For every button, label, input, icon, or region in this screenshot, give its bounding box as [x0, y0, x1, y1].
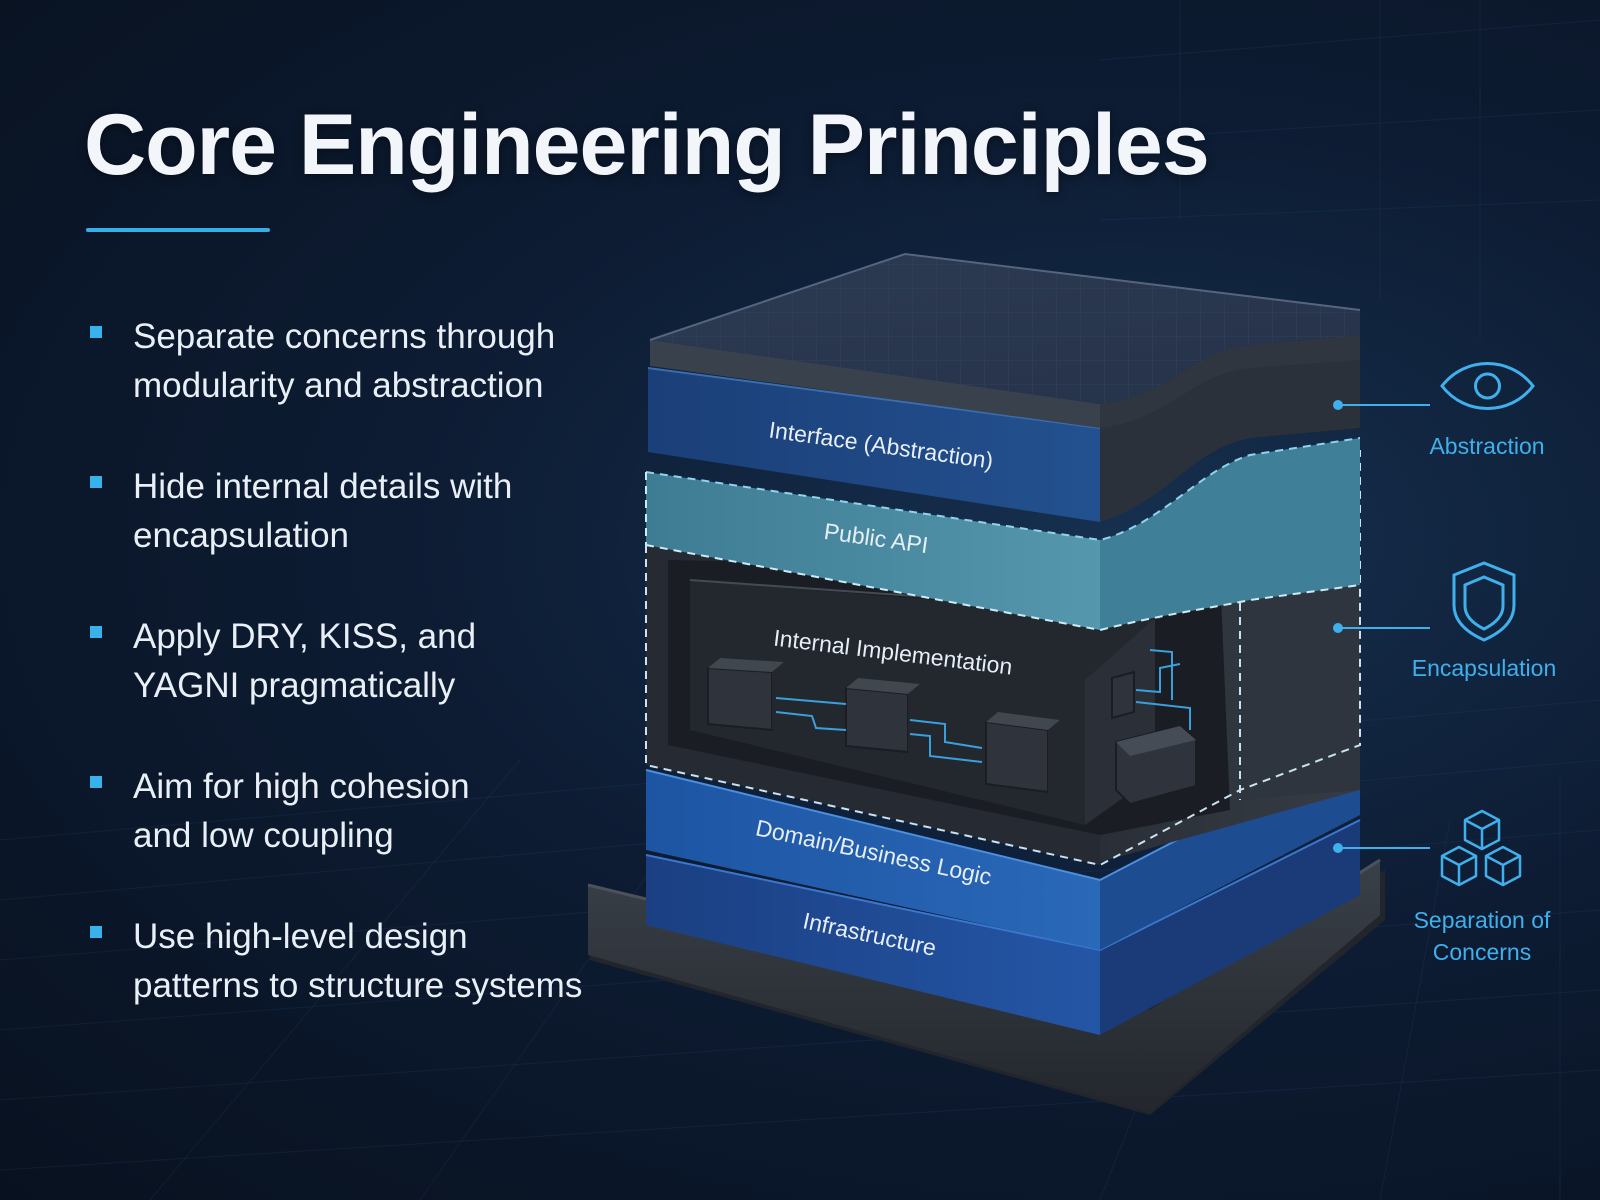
- list-item: Apply DRY, KISS, and YAGNI pragmatically: [88, 612, 608, 762]
- list-item: Separate concerns through modularity and…: [88, 312, 608, 462]
- separation-of-concerns-label-line1: Separation of: [1414, 907, 1551, 933]
- list-item: Hide internal details with encapsulation: [88, 462, 608, 612]
- eye-icon: [1440, 362, 1535, 410]
- bullet-text: Aim for high cohesion and low coupling: [133, 767, 470, 855]
- bullet-text: Use high-level design patterns to struct…: [133, 917, 583, 1005]
- page-title: Core Engineering Principles: [84, 97, 1210, 193]
- internal-implementation-block: Internal Implementation: [689, 579, 1197, 825]
- interface-layer: Interface (Abstraction): [647, 358, 1360, 522]
- module-cubes: [707, 658, 1197, 806]
- bullet-text: Apply DRY, KISS, and YAGNI pragmatically: [133, 617, 477, 705]
- list-item: Aim for high cohesion and low coupling: [88, 762, 608, 912]
- cubes-icon: [1440, 809, 1522, 887]
- top-slab: [649, 252, 1361, 428]
- shield-icon: [1452, 561, 1516, 642]
- bullet-text: Hide internal details with encapsulation: [133, 467, 513, 555]
- separation-of-concerns-label-line2: Concerns: [1433, 939, 1531, 965]
- cube-module-icon: [1115, 724, 1197, 806]
- list-item: Use high-level design patterns to struct…: [88, 912, 608, 1062]
- encapsulation-label: Encapsulation: [1412, 655, 1557, 681]
- bullet-text: Separate concerns through modularity and…: [133, 317, 556, 405]
- cube-module-icon: [985, 712, 1060, 794]
- module-connections: [775, 649, 1191, 763]
- principles-list: Separate concerns through modularity and…: [88, 312, 608, 1062]
- infrastructure-layer: Infrastructure: [645, 819, 1361, 1035]
- bullet-square-icon: [90, 476, 102, 488]
- callout-connectors: [1333, 400, 1430, 853]
- public-api-layer: Public API: [645, 437, 1361, 632]
- abstraction-label: Abstraction: [1429, 433, 1544, 459]
- title-underline: [86, 228, 270, 232]
- cube-module-icon: [1111, 670, 1135, 720]
- bullet-square-icon: [90, 776, 102, 788]
- bullet-square-icon: [90, 626, 102, 638]
- bullet-square-icon: [90, 926, 102, 938]
- cube-module-icon: [845, 678, 920, 754]
- bullet-square-icon: [90, 326, 102, 338]
- cube-module-icon: [707, 658, 784, 732]
